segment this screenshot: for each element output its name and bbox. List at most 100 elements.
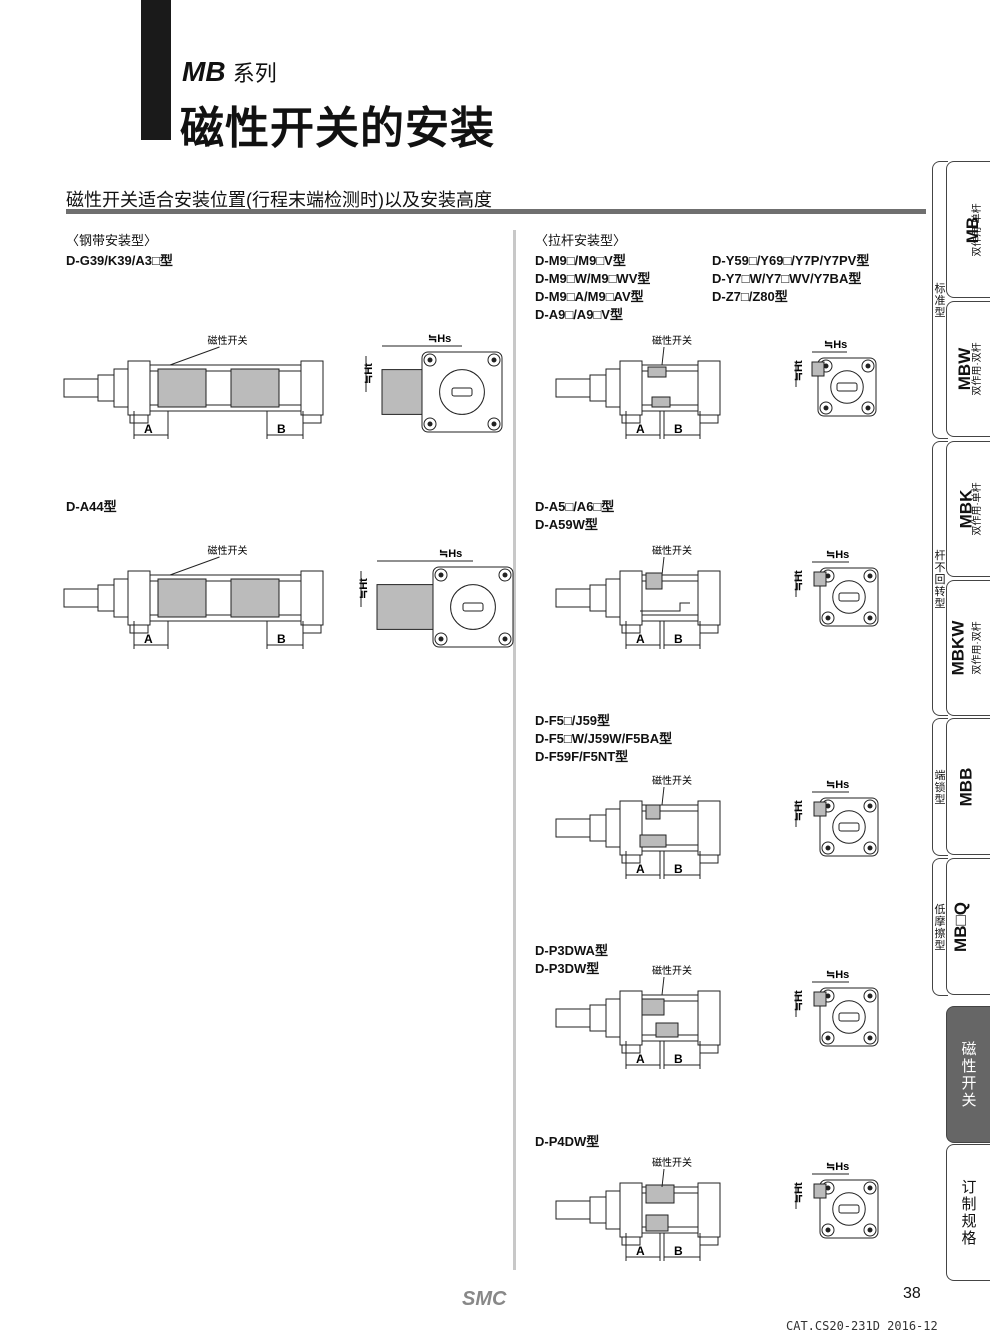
hs-label: ≒Hs (824, 339, 847, 351)
end-view-drawing: ≒Hs ≒Ht (793, 1161, 879, 1239)
model-label: D-P3DW型 (535, 961, 600, 976)
model-group-4: D-P3DWA型 D-P3DW型 (535, 942, 608, 978)
switch-label: 磁性开关 (652, 1156, 692, 1169)
cylinder-drawing: 磁性开关 A B (63, 334, 324, 439)
model-label: D-Z7□/Z80型 (712, 289, 788, 304)
hs-label: ≒Hs (439, 548, 462, 560)
ht-label: ≒Ht (363, 363, 375, 384)
catalog-number: CAT.CS20-231D 2016-12 (786, 1319, 938, 1333)
switch-label: 磁性开关 (208, 544, 248, 557)
switch-label: 磁性开关 (652, 774, 692, 787)
dim-b-label: B (277, 632, 286, 646)
switch-label: 磁性开关 (208, 334, 248, 347)
model-group-2: D-A5□/A6□型 D-A59W型 (535, 498, 614, 534)
cylinder-drawing: 磁性开关 A B (555, 334, 721, 439)
dim-a-label: A (636, 632, 645, 646)
page-title: 磁性开关的安装 (180, 104, 495, 153)
ht-label: ≒Ht (793, 360, 805, 381)
end-view-drawing: ≒Hs ≒Ht (358, 548, 514, 648)
side-tab-8[interactable]: 订制规格 (946, 1144, 990, 1281)
model-label: D-M9□/M9□V型 (535, 253, 626, 268)
title-rule (66, 209, 926, 214)
end-view-drawing: ≒Hs ≒Ht (793, 779, 879, 857)
side-tab-code: MB□Q (951, 901, 971, 952)
side-group-2: 杆不回转型 (932, 441, 948, 716)
end-view-drawing: ≒Hs≒Ht (793, 549, 879, 627)
end-view-drawing: ≒Hs≒Ht (793, 969, 879, 1047)
dim-b-label: B (277, 422, 286, 436)
dim-b-label: B (674, 862, 683, 876)
band-mount-title: 〈钢带安装型〉 (66, 233, 158, 248)
tie-rod-mount-title: 〈拉杆安装型〉 (535, 233, 627, 248)
side-tab-code: MBKW (948, 620, 968, 676)
model-label: D-F59F/F5NT型 (535, 749, 629, 764)
column-divider (513, 230, 516, 1270)
model-group-1b: D-Y59□/Y69□/Y7P/Y7PV型 D-Y7□W/Y7□WV/Y7BA型… (712, 252, 869, 306)
side-group-label: 标准型 (934, 283, 946, 319)
dim-b-label: B (674, 1244, 683, 1258)
side-group-label: 杆不回转型 (934, 549, 946, 610)
side-tab-6[interactable]: MB□Q (946, 858, 990, 995)
model-group-1a: D-M9□/M9□V型 D-M9□W/M9□WV型 D-M9□A/M9□AV型 … (535, 252, 650, 324)
end-view-drawing: ≒Hs ≒Ht (793, 339, 877, 417)
series-suffix: 系列 (232, 61, 277, 86)
side-tab-note: 双作用·双杆 (972, 621, 984, 675)
side-tab-4[interactable]: MBKW 双作用·双杆 (946, 580, 990, 716)
side-tab-note: 双作用·单杆 (972, 202, 984, 257)
ht-label: ≒Ht (793, 570, 805, 591)
model-label: D-A44型 (66, 499, 117, 514)
dim-a-label: A (636, 1052, 645, 1066)
cylinder-drawing: 磁性开关 A B (555, 774, 721, 879)
dim-b-label: B (674, 422, 683, 436)
side-tab-note: 双作用·单杆 (972, 482, 984, 536)
dim-a-label: A (636, 862, 645, 876)
side-group-4: 低摩擦型 (932, 858, 948, 996)
model-label: D-A5□/A6□型 (535, 499, 615, 514)
dim-a-label: A (144, 422, 153, 436)
ht-label: ≒Ht (793, 1182, 805, 1203)
dim-a-label: A (636, 422, 645, 436)
side-group-3: 端锁型 (932, 718, 948, 856)
side-tab-code: MBB (956, 767, 976, 806)
model-group-3: D-F5□/J59型 D-F5□W/J59W/F5BA型 D-F59F/F5NT… (535, 712, 672, 766)
model-label: D-M9□A/M9□AV型 (535, 289, 644, 304)
smc-logo: SMC (462, 1288, 507, 1310)
model-label: D-P4DW型 (535, 1134, 600, 1149)
model-label: D-A59W型 (535, 517, 598, 532)
side-group-1: 标准型 (932, 161, 948, 439)
dim-b-label: B (674, 1052, 683, 1066)
side-group-label: 端锁型 (934, 770, 946, 806)
side-tab-code: 磁性开关 (961, 1040, 977, 1109)
model-label: D-A9□/A9□V型 (535, 307, 623, 322)
switch-label: 磁性开关 (652, 964, 692, 977)
switch-label: 磁性开关 (652, 334, 692, 347)
model-label: D-F5□W/J59W/F5BA型 (535, 731, 673, 746)
model-label: D-F5□/J59型 (535, 713, 611, 728)
hs-label: ≒Hs (428, 333, 451, 345)
side-tab-7[interactable]: 磁性开关 (946, 1006, 990, 1143)
hs-label: ≒Hs (826, 779, 849, 791)
ht-label: ≒Ht (358, 578, 370, 599)
side-tab-code: 订制规格 (961, 1178, 977, 1247)
side-group-label: 低摩擦型 (934, 904, 946, 952)
cylinder-drawing: 磁性开关 A B (555, 1156, 721, 1261)
model-label: D-Y7□W/Y7□WV/Y7BA型 (712, 271, 862, 286)
ht-label: ≒Ht (793, 800, 805, 821)
model-label: D-Y59□/Y69□/Y7P/Y7PV型 (712, 253, 870, 268)
end-view-drawing: ≒Hs ≒Ht (363, 333, 503, 433)
page-number: 38 (903, 1285, 921, 1302)
series-code: MB (182, 56, 226, 87)
side-tab-5[interactable]: MBB (946, 718, 990, 855)
model-label: D-G39/K39/A3□型 (66, 253, 173, 268)
dim-b-label: B (674, 632, 683, 646)
series-label: MB 系列 (182, 56, 277, 88)
model-label: D-M9□W/M9□WV型 (535, 271, 651, 286)
hs-label: ≒Hs (826, 1161, 849, 1173)
dim-a-label: A (636, 1244, 645, 1258)
header-bar (141, 0, 171, 140)
section-subtitle: 磁性开关适合安装位置(行程末端检测时)以及安装高度 (66, 190, 492, 210)
